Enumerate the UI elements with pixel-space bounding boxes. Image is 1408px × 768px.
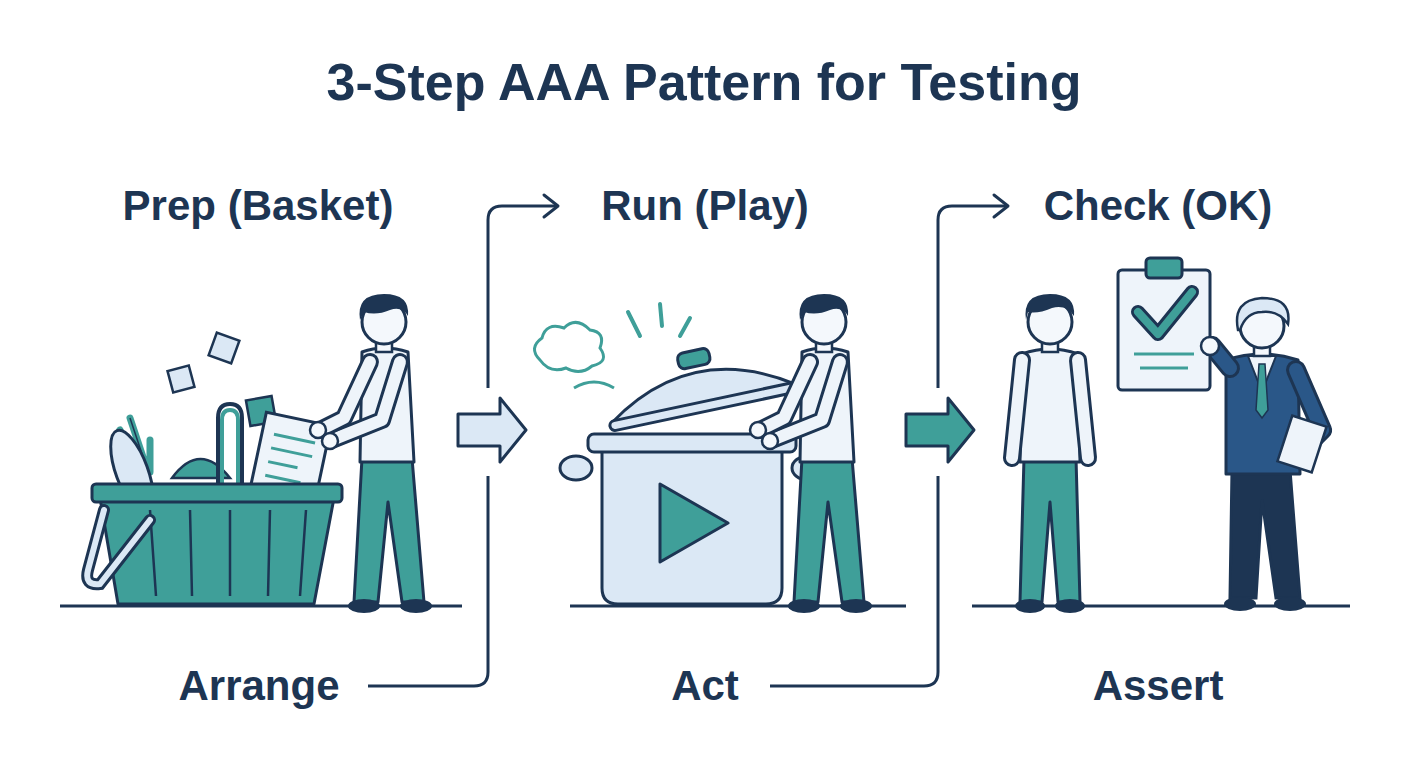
arrow-head [994, 195, 1008, 217]
step-label: Run (Play) [558, 174, 852, 238]
clipboard-check [1118, 258, 1219, 390]
step-text: Run (Play) [601, 183, 809, 229]
person-figure [310, 294, 432, 613]
step-label: Prep (Basket) [80, 174, 436, 238]
step-text: Prep (Basket) [123, 183, 394, 229]
step-label: Check (OK) [1008, 174, 1308, 238]
step-text: Act [671, 663, 739, 709]
arrow-head [544, 195, 558, 217]
reviewer-figure [1212, 298, 1327, 611]
step-text: Assert [1093, 663, 1224, 709]
step-label: Act [640, 654, 770, 718]
step-label: Assert [1060, 654, 1256, 718]
pot-illustration [534, 304, 824, 604]
basket-illustration [87, 333, 342, 604]
block-arrow [458, 398, 526, 462]
diagram-title: 3-Step AAA Pattern for Testing [0, 52, 1408, 112]
step-text: Arrange [178, 663, 339, 709]
step-text: Check (OK) [1044, 183, 1273, 229]
person-figure [750, 294, 872, 613]
person-figure [1012, 294, 1088, 613]
block-arrow [906, 398, 974, 462]
step-label: Arrange [150, 654, 368, 718]
